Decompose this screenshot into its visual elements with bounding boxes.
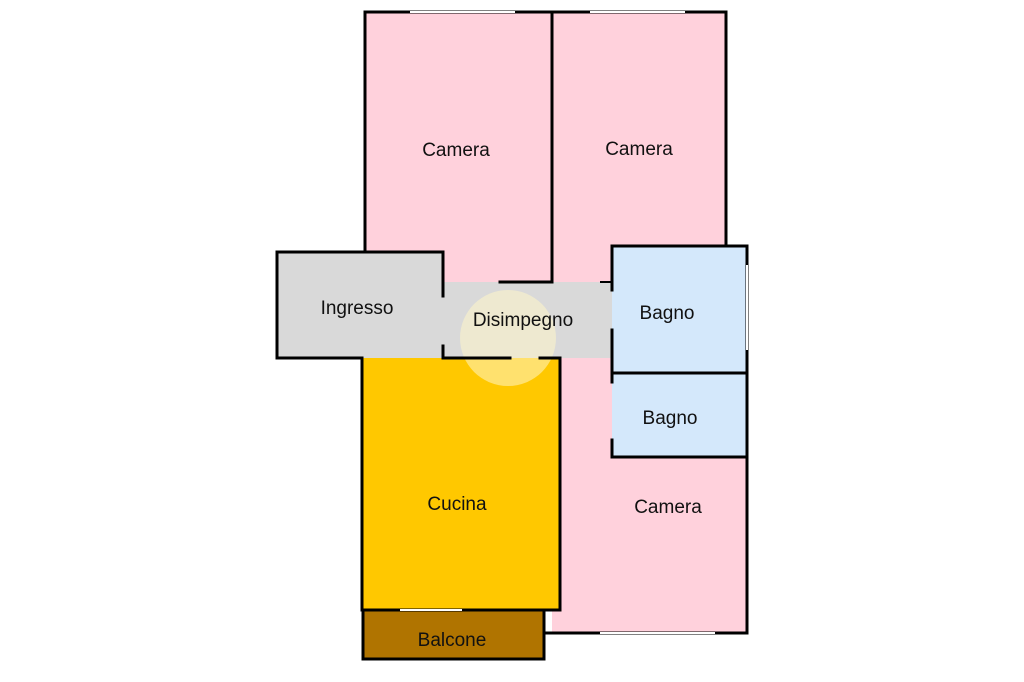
label-camera-bottom-right: Camera [634,497,702,518]
bagno-bottom-area [612,373,747,457]
ingresso-area [277,252,443,358]
balcone-area [363,610,544,659]
room-labels: Camera Camera Ingresso Disimpegno Bagno … [321,139,703,651]
label-bagno-top: Bagno [640,303,695,324]
label-cucina: Cucina [427,494,487,515]
windows [400,11,748,634]
wall-bagno-top [610,244,749,635]
wall-bagno-bottom [610,438,749,459]
label-balcone: Balcone [418,630,487,651]
label-camera-top-left: Camera [422,140,490,161]
location-marker-icon [460,290,556,386]
wall-ingresso [275,250,445,360]
bagno-top-area [612,246,747,373]
cucina-area [362,358,560,610]
label-ingresso: Ingresso [321,298,394,319]
label-camera-top-right: Camera [605,139,673,160]
room-fills [277,12,747,659]
label-disimpegno: Disimpegno [473,310,573,331]
label-bagno-bottom: Bagno [643,408,698,429]
